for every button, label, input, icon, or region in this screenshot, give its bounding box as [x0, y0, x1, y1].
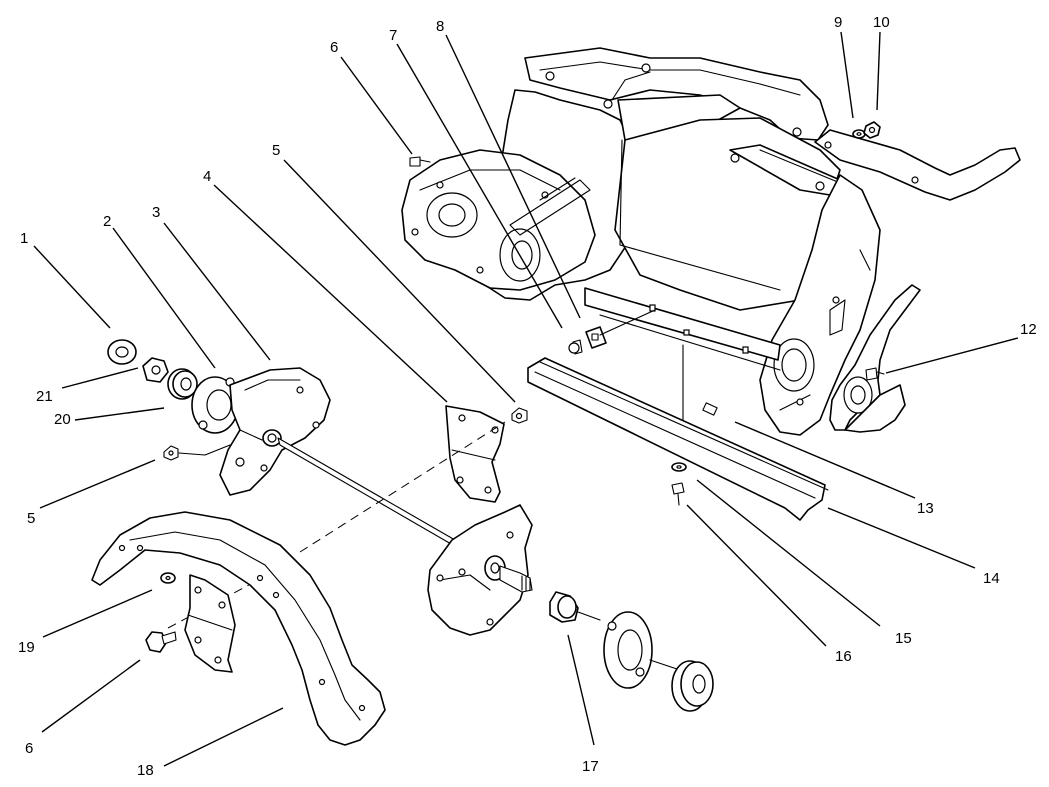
bracket-4	[445, 405, 505, 503]
callout-13: 13	[917, 500, 934, 517]
washer-19	[160, 572, 176, 584]
callout-12: 12	[1020, 321, 1037, 338]
auger-shaft	[277, 437, 459, 549]
callout-21: 21	[36, 388, 53, 405]
callout-labels: 1 2 3 4 5 5 6 6 7 8 9 10 12 13 14 15 16 …	[18, 14, 1037, 779]
bolt-6-lower	[145, 631, 177, 653]
scraper-bar	[527, 344, 829, 521]
nut-5-left	[163, 444, 231, 461]
callout-1: 1	[20, 230, 28, 247]
callout-8: 8	[436, 18, 444, 35]
callout-14: 14	[983, 570, 1000, 587]
callout-15: 15	[895, 630, 912, 647]
bolt-16	[671, 482, 685, 506]
callout-16: 16	[835, 648, 852, 665]
carriage-bolt-7	[568, 339, 583, 355]
bracket-lower-left	[184, 574, 236, 673]
square-plate-8	[585, 309, 656, 349]
callout-2: 2	[103, 213, 111, 230]
callout-7: 7	[389, 27, 397, 44]
callout-17: 17	[582, 758, 599, 775]
callout-3: 3	[152, 204, 160, 221]
nut-21	[142, 357, 169, 383]
washer-1	[107, 339, 137, 365]
callout-18: 18	[137, 762, 154, 779]
alignment-line	[299, 421, 506, 553]
auger-blade-18	[91, 511, 386, 746]
callout-4: 4	[203, 168, 211, 185]
sleeve-17	[549, 591, 601, 623]
callout-6-top: 6	[330, 39, 338, 56]
nut-10	[863, 121, 881, 139]
bearing-right	[671, 660, 714, 712]
callout-5-top: 5	[272, 142, 280, 159]
auger-housing	[401, 47, 1021, 436]
callout-20: 20	[54, 411, 71, 428]
auger-plate-3	[219, 367, 331, 496]
washer-9	[852, 129, 866, 139]
leader-lines	[33, 31, 1019, 767]
callout-10: 10	[873, 14, 890, 31]
callout-9: 9	[834, 14, 842, 31]
bolt-6-top	[409, 156, 431, 167]
washer-15	[671, 462, 687, 472]
nut-5-right	[511, 407, 528, 424]
bolt-12	[865, 367, 885, 381]
callout-19: 19	[18, 639, 35, 656]
callout-6-bottom: 6	[25, 740, 33, 757]
callout-5-left: 5	[27, 510, 35, 527]
bearing-20	[167, 368, 198, 400]
auger-plate-right	[427, 504, 533, 636]
flange-right	[603, 611, 681, 689]
